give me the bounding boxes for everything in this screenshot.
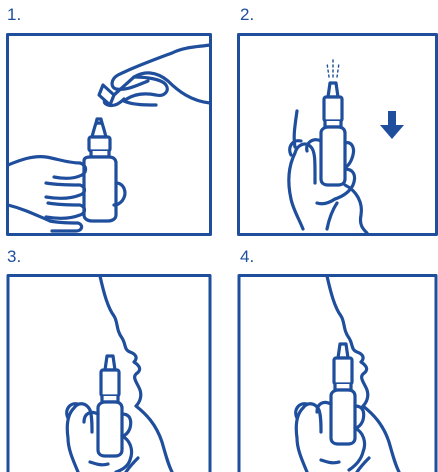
- step-panel-4: [237, 274, 438, 472]
- step-number-4: 4.: [240, 248, 254, 265]
- step-panel-1: [6, 33, 212, 236]
- insert-nozzle-illustration: [6, 274, 212, 472]
- step-number-2: 2.: [240, 6, 254, 23]
- step-number-3: 3.: [7, 248, 21, 265]
- step-panel-2: [237, 33, 438, 236]
- remove-cap-illustration: [6, 33, 212, 236]
- spray-into-nose-illustration: [237, 274, 438, 472]
- prime-spray-illustration: [237, 33, 438, 236]
- down-arrow-icon: [380, 111, 404, 139]
- step-panel-3: [6, 274, 212, 472]
- step-number-1: 1.: [7, 6, 21, 23]
